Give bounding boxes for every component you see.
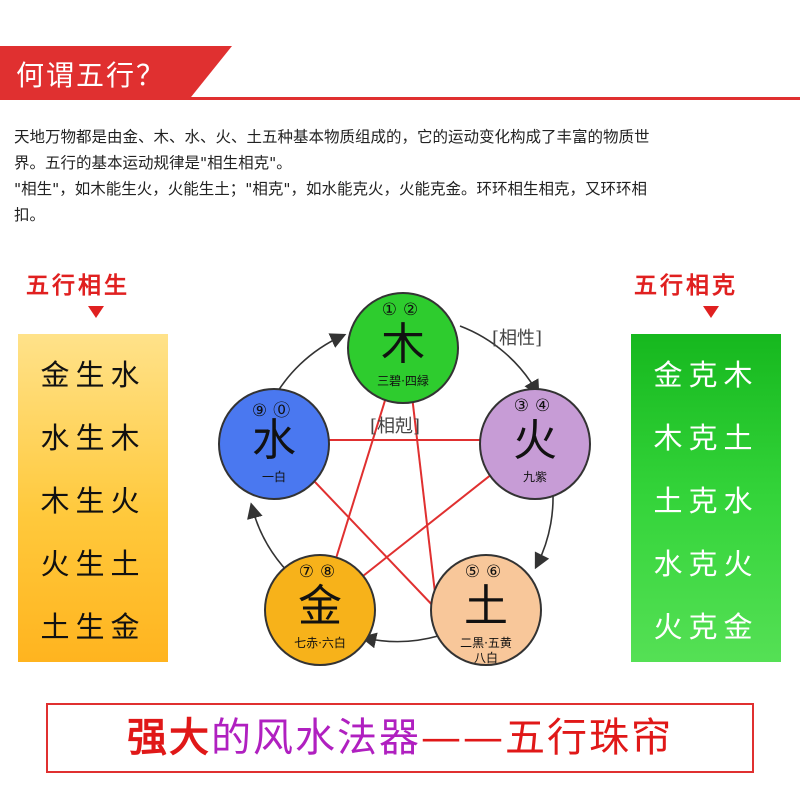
- ke-item: 土克水: [653, 484, 759, 518]
- element-char: 金: [298, 581, 342, 632]
- element-char: 木: [381, 319, 425, 370]
- bottom-slogan: 强大的风水法器——五行珠帘: [48, 705, 752, 771]
- intro-line: 界。五行的基本运动规律是"相生相克"。: [14, 154, 292, 172]
- arrow-down-icon: [703, 306, 719, 318]
- cycle-arrow-tu-jin: [360, 632, 439, 649]
- cycle-arrow-mu-huo: [459, 325, 540, 397]
- element-char: 土: [464, 581, 508, 632]
- element-stars-extra: 八白: [473, 651, 498, 665]
- element-numbers: ⑨⓪: [251, 401, 297, 421]
- intro-line: 天地万物都是由金、木、水、火、土五种基本物质组成的，它的运动变化构成了丰富的物质…: [14, 128, 650, 146]
- element-fire: ③④ 火 九紫: [479, 388, 591, 500]
- page-title: 何谓五行？: [16, 59, 167, 92]
- sheng-item: 火生土: [40, 547, 146, 581]
- wuxing-diagram: [相性] [相剋] ①② 木 三碧·四緑 ③④ 火 九紫 ⑤⑥ 土 二黒·五黄 …: [200, 280, 600, 680]
- ke-title: 五行相克: [634, 272, 738, 299]
- element-numbers: ⑤⑥: [464, 562, 508, 582]
- element-numbers: ③④: [513, 396, 557, 416]
- element-numbers: ⑦⑧: [298, 562, 342, 582]
- bottom-banner: 强大的风水法器——五行珠帘: [46, 703, 754, 773]
- sheng-title: 五行相生: [26, 272, 130, 299]
- element-stars: 一白: [261, 470, 286, 484]
- ke-item: 金克木: [653, 358, 759, 392]
- sheng-item: 土生金: [40, 610, 146, 644]
- element-metal: ⑦⑧ 金 七赤·六白: [264, 554, 376, 666]
- arrow-down-icon: [88, 306, 104, 318]
- sheng-item: 金生水: [40, 358, 146, 392]
- intro-text: 天地万物都是由金、木、水、火、土五种基本物质组成的，它的运动变化构成了丰富的物质…: [14, 124, 790, 228]
- element-earth: ⑤⑥ 土 二黒·五黄 八白: [430, 554, 542, 666]
- header-divider: [0, 97, 800, 100]
- header-banner: 何谓五行？: [0, 46, 800, 101]
- slogan-strong: 强大: [127, 714, 211, 761]
- slogan-middle: 的风水法器: [211, 715, 421, 761]
- ke-list: 金克木 木克土 土克水 水克火 火克金: [631, 334, 781, 662]
- element-stars: 三碧·四緑: [377, 374, 429, 388]
- sheng-item: 木生火: [40, 484, 146, 518]
- element-water: ⑨⓪ 水 一白: [218, 388, 330, 500]
- element-stars: 二黒·五黄: [460, 636, 512, 650]
- ke-item: 水克火: [653, 547, 759, 581]
- slogan-product: ——五行珠帘: [421, 715, 673, 761]
- sheng-item: 水生木: [40, 421, 146, 455]
- element-char: 火: [513, 415, 557, 466]
- header-bar: [0, 46, 232, 98]
- element-stars: 七赤·六白: [294, 636, 346, 650]
- element-char: 水: [252, 415, 296, 466]
- intro-line: "相生"，如木能生火，火能生土；"相克"，如水能克火，火能克金。环环相生相克，又…: [14, 180, 648, 198]
- sheng-label: [相性]: [492, 328, 543, 349]
- element-stars: 九紫: [522, 470, 547, 484]
- sheng-list: 金生水 水生木 木生火 火生土 土生金: [18, 334, 168, 662]
- intro-line: 扣。: [14, 206, 46, 224]
- ke-item: 火克金: [653, 610, 759, 644]
- ke-item: 木克土: [653, 421, 759, 455]
- element-wood: ①② 木 三碧·四緑: [347, 292, 459, 404]
- element-numbers: ①②: [381, 300, 425, 320]
- ke-label: [相剋]: [370, 416, 421, 437]
